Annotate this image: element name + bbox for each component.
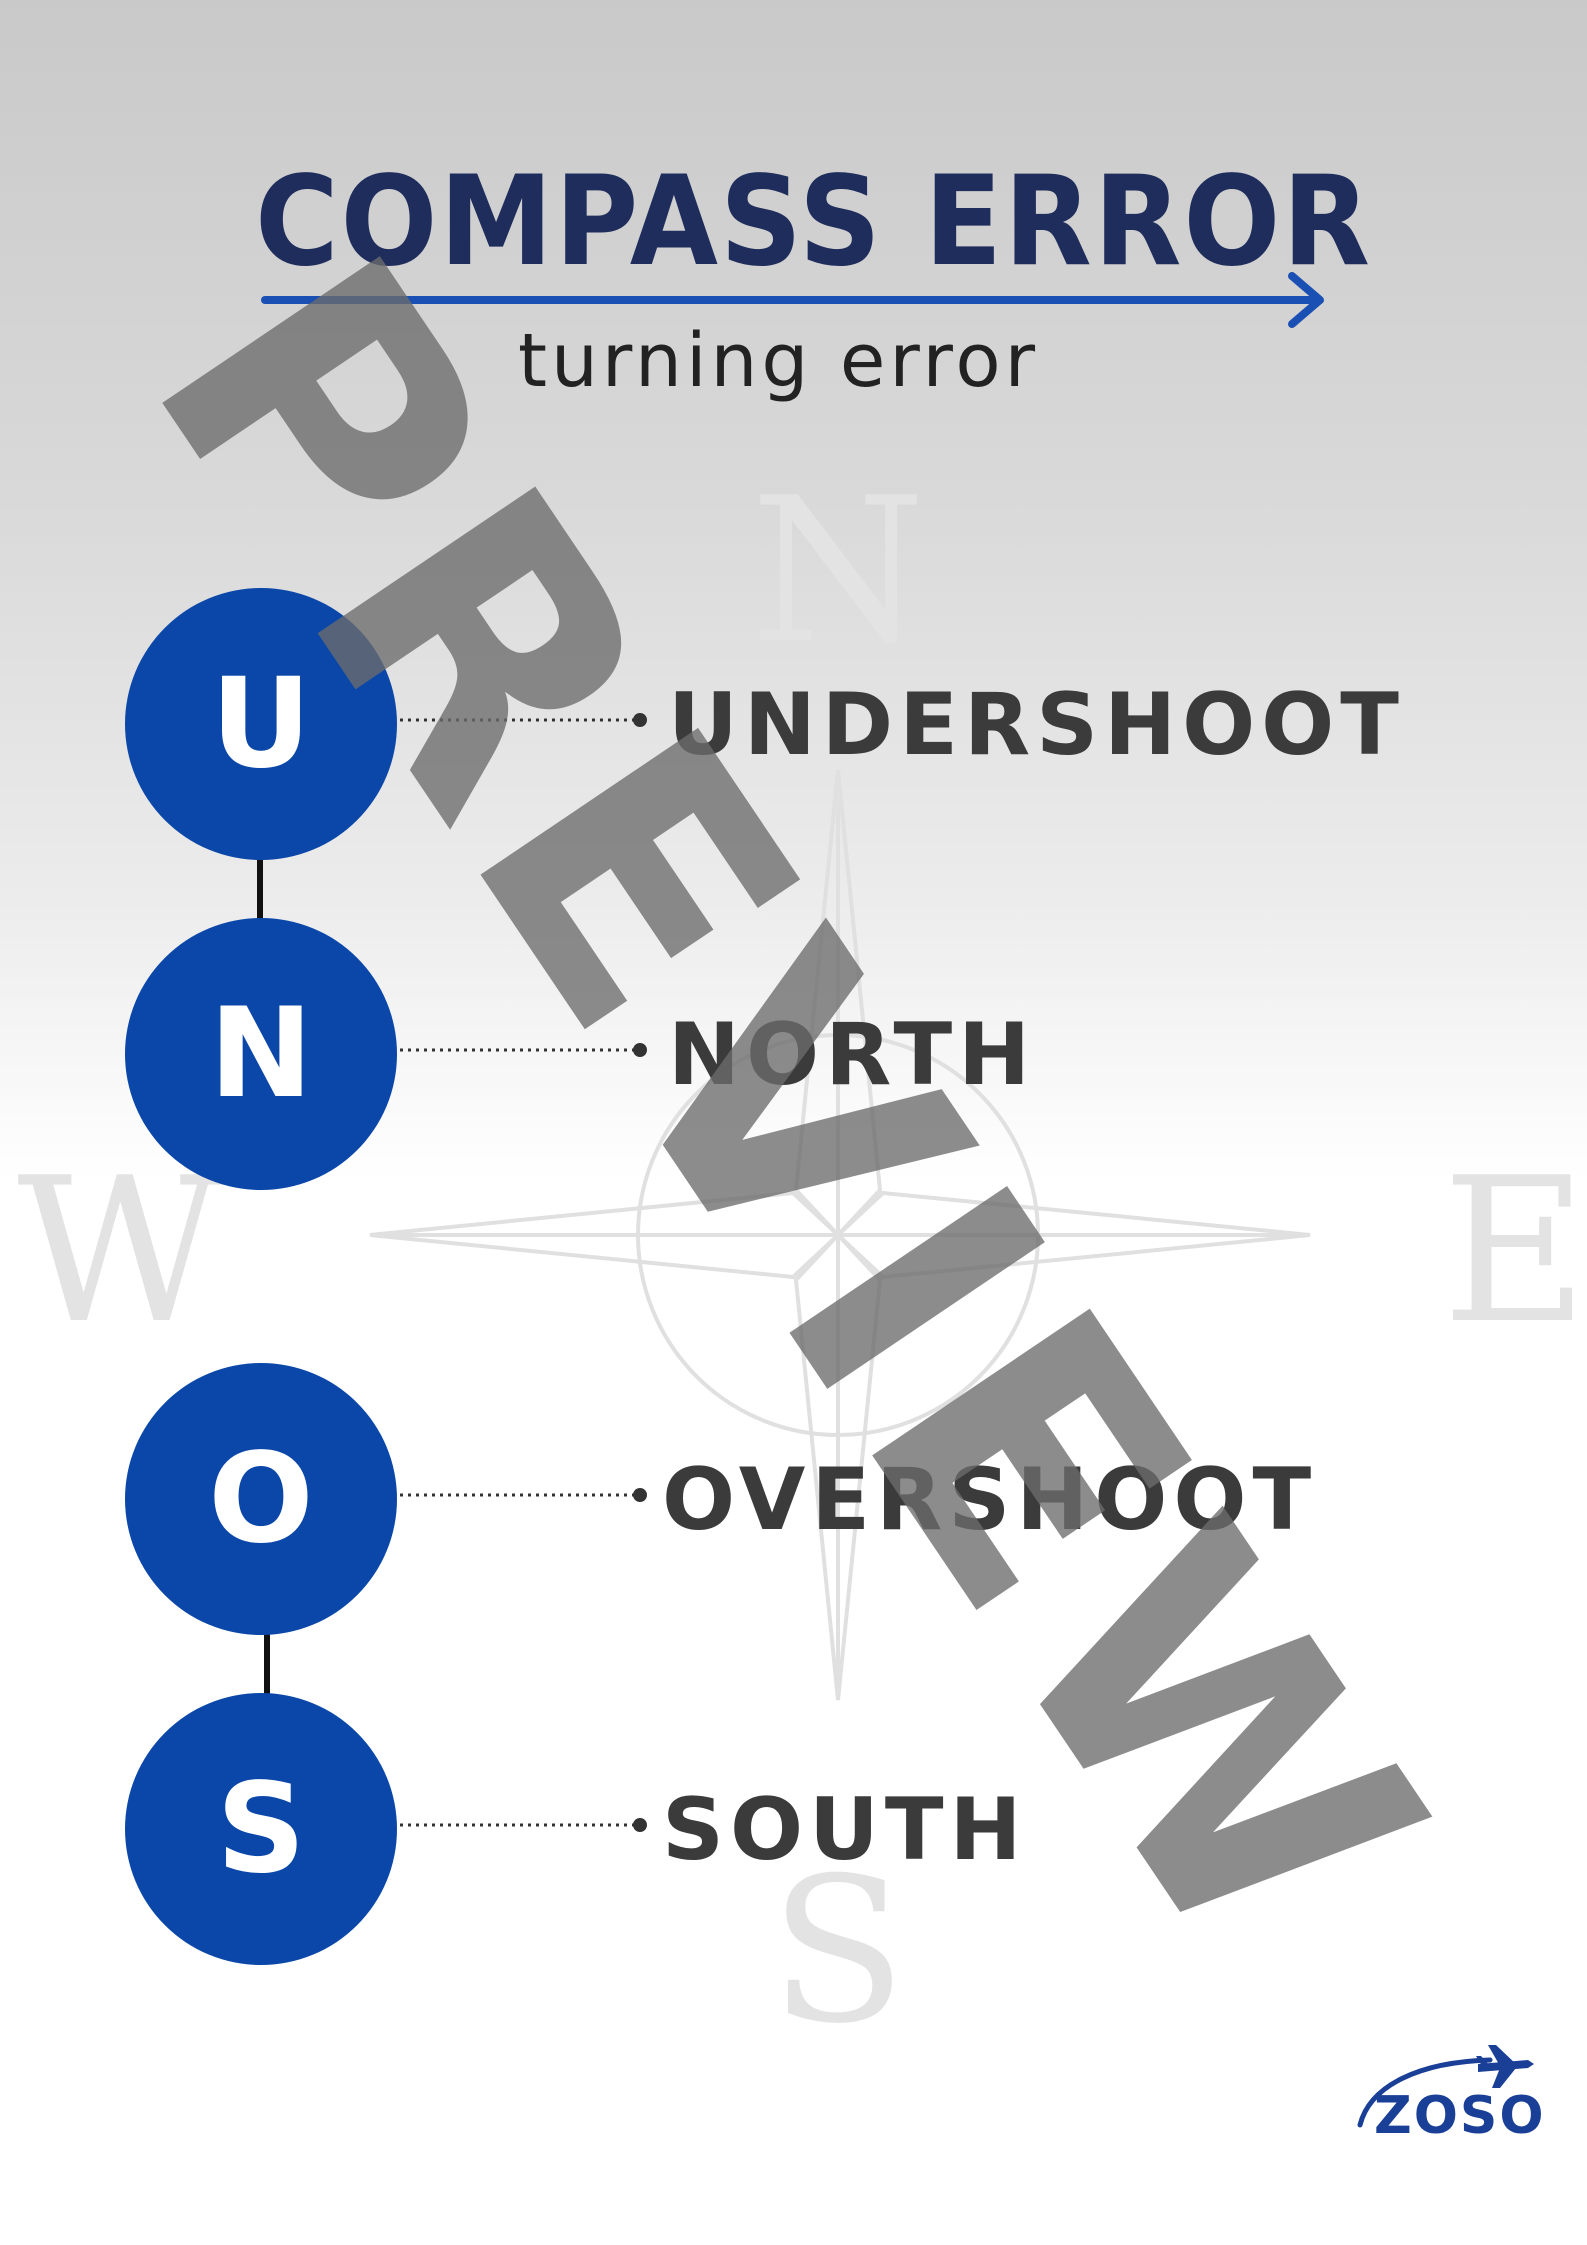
label-overshoot: OVERSHOOT [662,1450,1318,1550]
airplane-icon [1476,2045,1534,2088]
compass-letter-n: N [751,455,926,688]
label-undershoot: UNDERSHOOT [668,675,1405,775]
mnemonic-circle-u: U [125,588,397,860]
page-subtitle: turning error [518,318,1040,404]
mnemonic-circle-s: S [125,1693,397,1965]
label-south: SOUTH [662,1780,1028,1880]
mnemonic-circle-n: N [125,918,397,1190]
logo-text: ZOSO [1374,2086,1546,2146]
compass-letter-s: S [769,1835,906,2068]
compass-letter-w: W [17,1135,223,1368]
mnemonic-letter: U [210,652,312,796]
page-title: COMPASS ERROR [255,150,1372,294]
mnemonic-letter: N [209,982,313,1126]
mnemonic-letter: O [208,1427,314,1571]
compass-letter-e: E [1442,1135,1587,1368]
label-north: NORTH [668,1005,1037,1105]
mnemonic-letter: S [216,1757,306,1901]
mnemonic-circle-o: O [125,1363,397,1635]
